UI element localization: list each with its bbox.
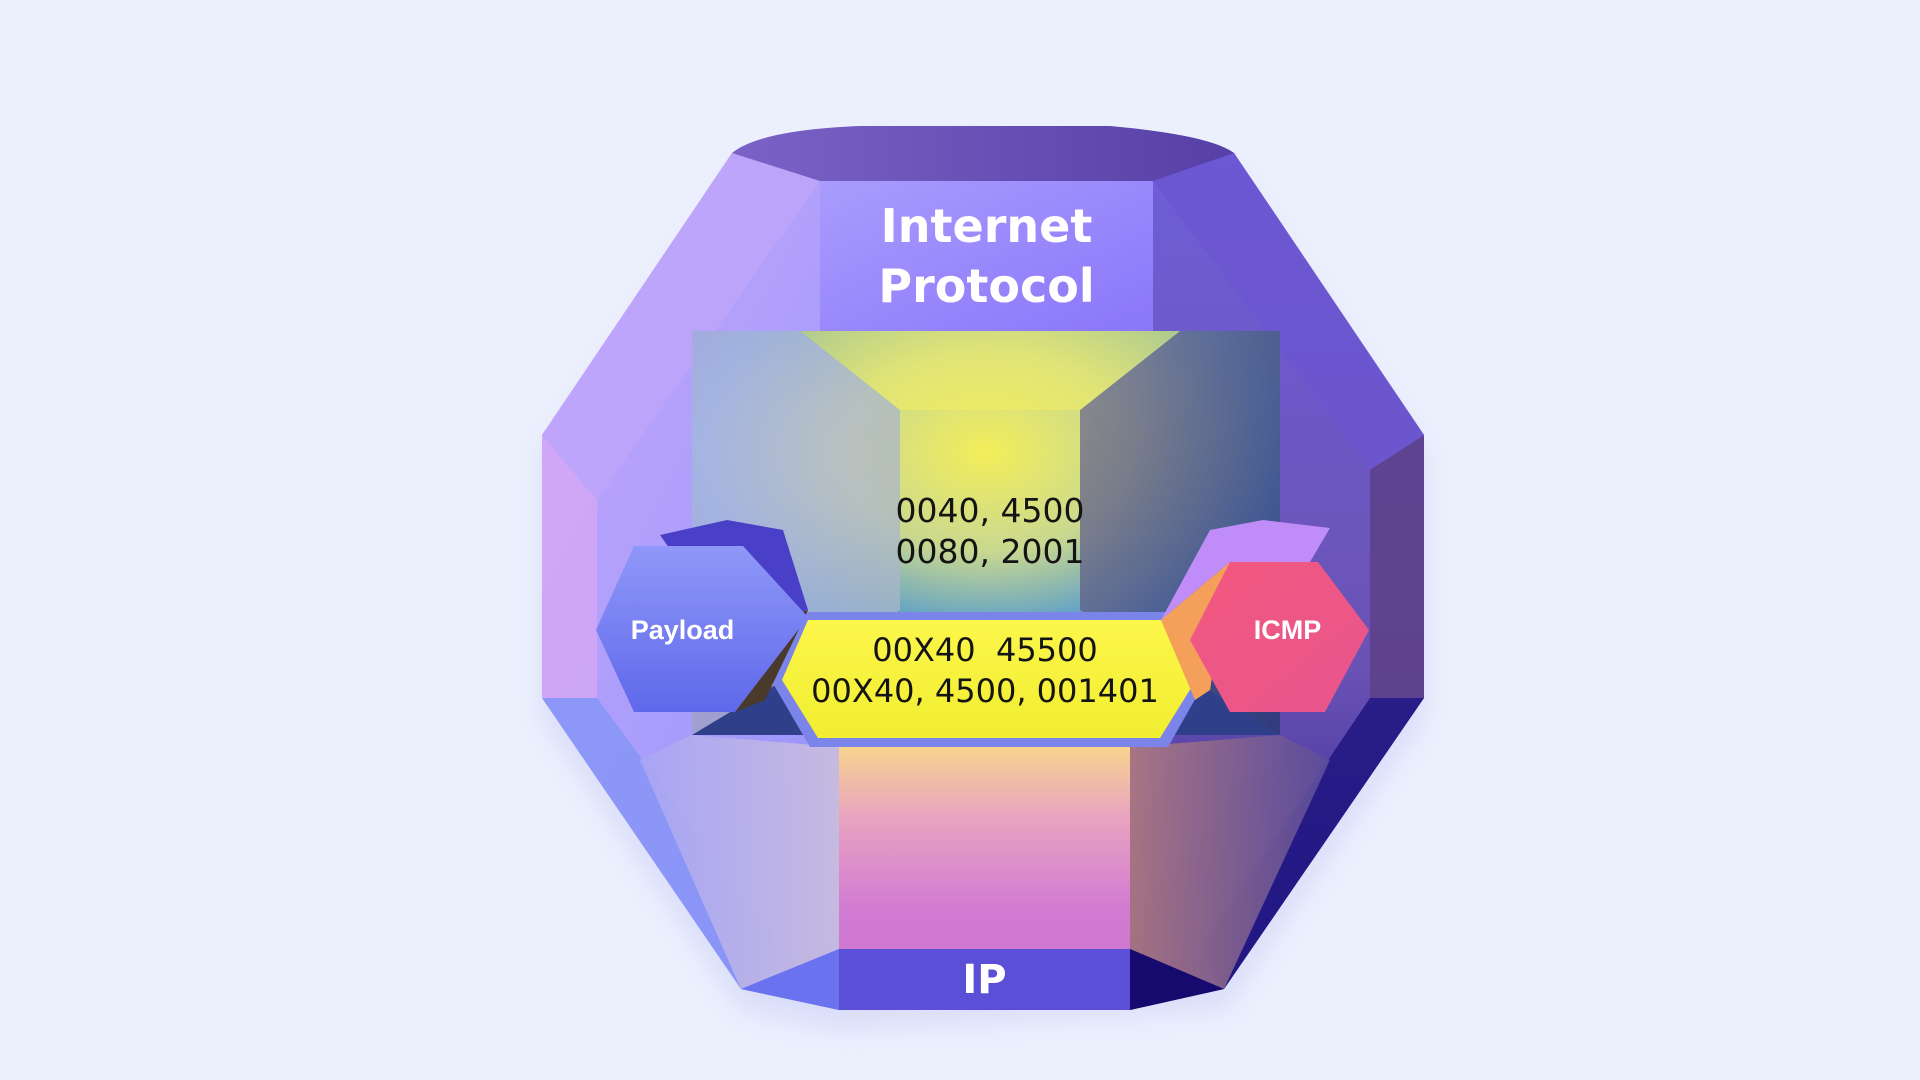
center-lower-line-1: 00X40 45500	[872, 631, 1098, 669]
center-upper-line-2: 0080, 2001	[895, 532, 1085, 571]
icmp-node-label: ICMP	[1253, 614, 1322, 645]
title-line-1: Internet	[880, 199, 1093, 253]
ip-bottom-label: IP	[962, 957, 1007, 1003]
internet-protocol-title: Internet Protocol	[820, 181, 1153, 331]
center-upper-line-1: 0040, 4500	[895, 491, 1085, 530]
center-lower-line-2: 00X40, 4500, 001401	[811, 672, 1159, 710]
payload-node-label: Payload	[630, 614, 735, 645]
center-upper-values: 0040, 4500 0080, 2001	[840, 490, 1140, 590]
center-lower-values: 00X40 45500 00X40, 4500, 001401	[790, 630, 1180, 730]
title-line-2: Protocol	[878, 259, 1095, 313]
